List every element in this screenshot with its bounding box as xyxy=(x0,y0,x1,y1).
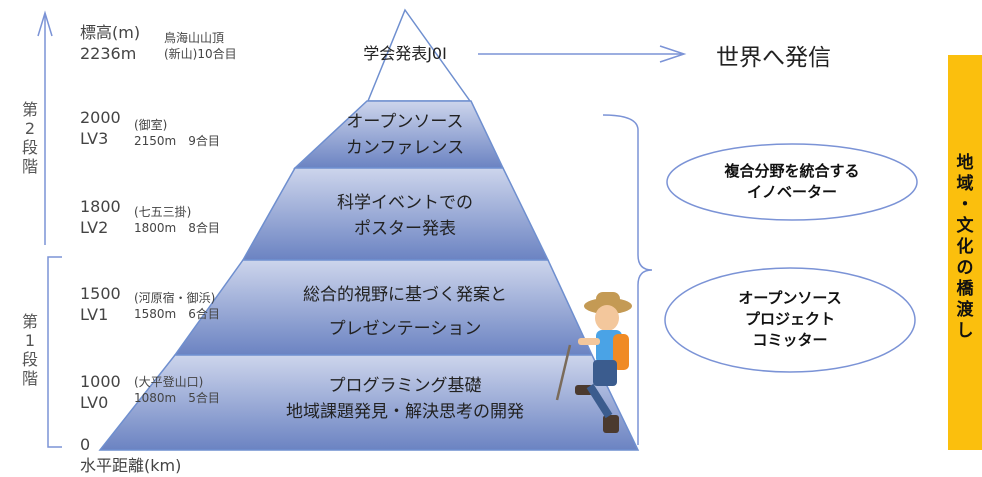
tier-lv2-text: 科学イベントでの ポスター発表 xyxy=(337,193,473,239)
summit-elevation: 2236m xyxy=(80,44,137,63)
level-elevation: 2000 xyxy=(80,108,121,127)
horizontal-axis-label: 水平距離(km) xyxy=(80,456,182,475)
tier-lv1-text: 総合的視野に基づく発案と プレゼンテーション xyxy=(303,285,507,339)
level-lv: LV3 xyxy=(80,129,109,148)
stage2-label: 第 2 段 階 xyxy=(21,100,38,176)
regional-culture-band: 地 域 ・ 文 化 の 橋 渡 し xyxy=(948,55,982,450)
level-lv: LV0 xyxy=(80,393,109,412)
level-elevation: 1800 xyxy=(80,197,121,216)
regional-culture-label: 地 域 ・ 文 化 の 橋 渡 し xyxy=(956,153,974,341)
level-elevation: 1000 xyxy=(80,372,121,391)
tier-lv0-text: プログラミング基礎 地域課題発見・解決思考の開発 xyxy=(286,376,524,422)
summit-name: 鳥海山山頂 xyxy=(164,31,225,45)
bubble-innovator-shape xyxy=(666,143,918,221)
level-detail: 1800m 8合目 xyxy=(134,221,220,235)
level-lv: LV1 xyxy=(80,305,109,324)
summit-detail: (新山)10合目 xyxy=(164,47,237,61)
level-place: (大平登山口) xyxy=(134,375,204,389)
bubble-committer: オープンソース プロジェクト コミッター xyxy=(738,289,842,349)
elevation-axis-label: 標高(m) xyxy=(80,23,141,42)
pyramid-tier-lv0 xyxy=(98,354,640,451)
hiker-icon xyxy=(555,292,632,433)
level-lv: LV2 xyxy=(80,218,109,237)
axis-zero: 0 xyxy=(80,435,91,454)
level-detail: 1080m 5合目 xyxy=(134,391,220,405)
elevation-arrow xyxy=(37,10,53,245)
world-label: 世界へ発信 xyxy=(716,45,831,71)
right-brace xyxy=(602,114,653,445)
tier-summit-text: 学会発表J0I xyxy=(363,44,447,63)
level-detail: 2150m 9合目 xyxy=(134,134,220,148)
bubble-innovator: 複合分野を統合する イノベーター xyxy=(724,162,860,201)
stage1-label: 第 1 段 階 xyxy=(21,312,38,388)
bubble-committer-shape xyxy=(664,267,916,373)
tier-lv3-text: オープンソース カンファレンス xyxy=(345,112,465,158)
stage1-bracket xyxy=(47,256,62,448)
world-arrow xyxy=(478,45,687,63)
level-place: (河原宿・御浜) xyxy=(134,291,216,305)
level-detail: 1580m 6合目 xyxy=(134,307,220,321)
level-elevation: 1500 xyxy=(80,284,121,303)
level-place: (御室) xyxy=(134,118,168,132)
level-place: (七五三掛) xyxy=(134,205,192,219)
